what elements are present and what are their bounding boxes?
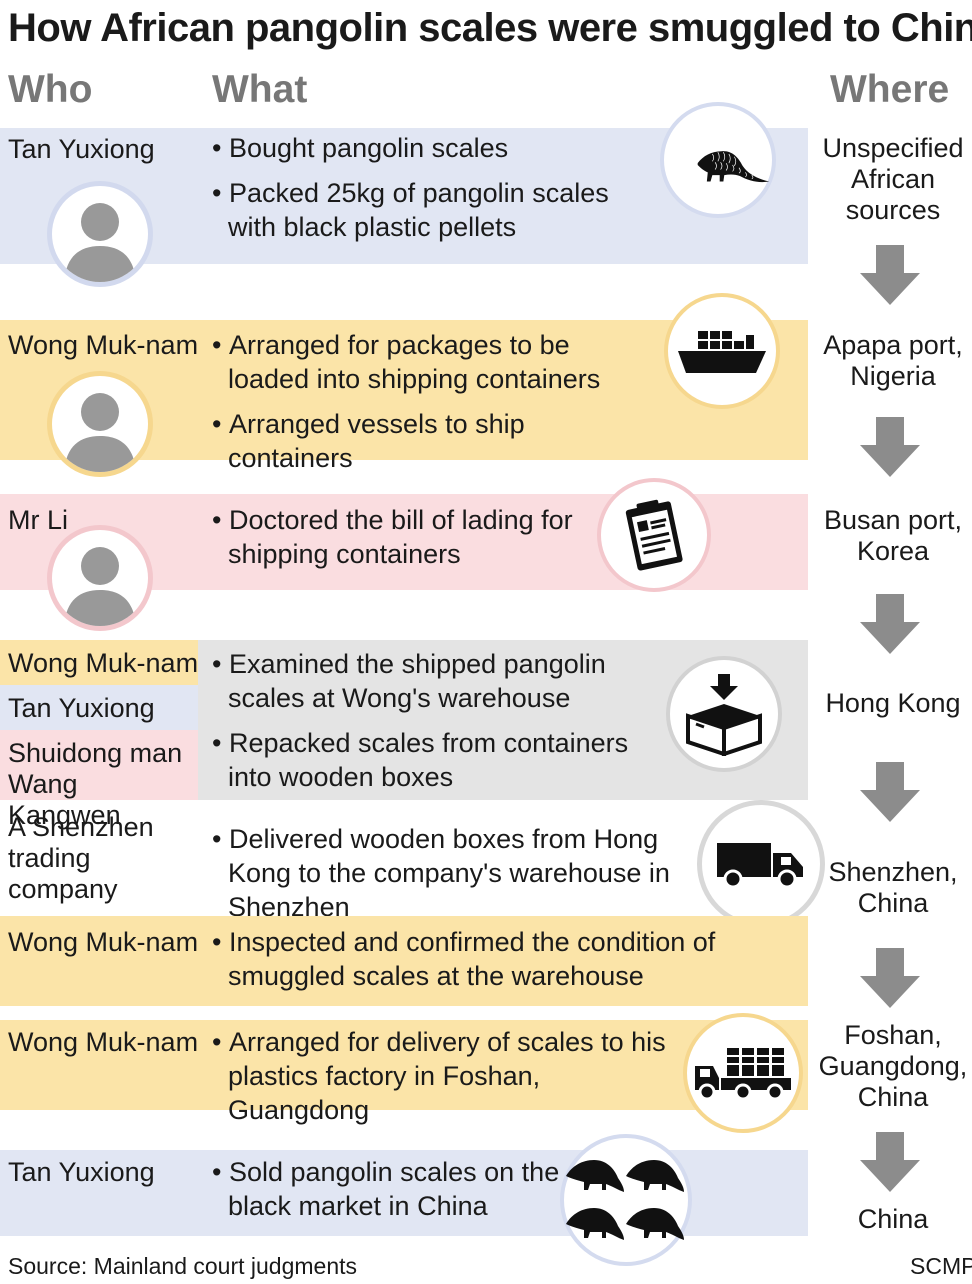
down-arrow-icon xyxy=(860,948,920,1008)
step-1-who: Tan Yuxiong xyxy=(8,134,155,164)
cargo-ship-icon xyxy=(664,293,780,409)
clipboard-icon xyxy=(597,478,711,592)
step-4-who-3: Shuidong man Wang Kangwen xyxy=(8,738,183,830)
step-1-action-1: Bought pangolin scales xyxy=(212,131,652,165)
step-2-action-2: Arranged vessels to ship containers xyxy=(212,407,652,475)
step-4-who-1: Wong Muk-nam xyxy=(8,648,199,678)
step-8-action-1: Sold pangolin scales on the black market… xyxy=(212,1155,572,1223)
step-4-where: Hong Kong xyxy=(825,688,961,718)
pangolins-icon xyxy=(560,1134,692,1266)
step-1-what: Bought pangolin scales Packed 25kg of pa… xyxy=(212,131,652,255)
down-arrow-icon xyxy=(860,762,920,822)
step-2-what: Arranged for packages to be loaded into … xyxy=(212,328,652,486)
step-5-action-1: Delivered wooden boxes from Hong Kong to… xyxy=(212,822,712,924)
step-7-action-1: Arranged for delivery of scales to his p… xyxy=(212,1025,672,1127)
step-4-action-1: Examined the shipped pangolin scales at … xyxy=(212,647,632,715)
down-arrow-icon xyxy=(860,1132,920,1192)
step-5-who: A Shenzhen trading company xyxy=(8,812,154,904)
person-avatar-icon xyxy=(52,530,148,626)
step-1-where: Unspecified African sources xyxy=(822,133,964,225)
step-8-what: Sold pangolin scales on the black market… xyxy=(212,1155,572,1234)
source-note: Source: Mainland court judgments xyxy=(8,1253,358,1279)
down-arrow-icon xyxy=(860,245,920,305)
step-6-who: Wong Muk-nam xyxy=(8,927,199,957)
step-6-action-1: Inspected and confirmed the condition of… xyxy=(212,925,732,993)
step-4-who-2: Tan Yuxiong xyxy=(8,693,155,723)
step-3-action-1: Doctored the bill of lading for shipping… xyxy=(212,503,602,571)
step-4-action-2: Repacked scales from containers into woo… xyxy=(212,726,632,794)
step-2-where: Apapa port, Nigeria xyxy=(823,330,963,391)
infographic-title: How African pangolin scales were smuggle… xyxy=(8,6,972,50)
publisher-credit: SCMP xyxy=(910,1253,972,1279)
step-4-who-cell-3 xyxy=(0,730,198,800)
cargo-truck-icon xyxy=(683,1013,803,1133)
truck-icon xyxy=(697,800,825,928)
step-3-what: Doctored the bill of lading for shipping… xyxy=(212,503,602,582)
step-7-where: Foshan, Guangdong, China xyxy=(818,1020,968,1112)
step-2-who: Wong Muk-nam xyxy=(8,330,199,360)
who-column-header: Who xyxy=(8,68,93,111)
step-4-who-cell-1 xyxy=(0,640,198,685)
step-7-what: Arranged for delivery of scales to his p… xyxy=(212,1025,672,1138)
step-1-action-2: Packed 25kg of pangolin scales with blac… xyxy=(212,176,652,244)
step-6-what: Inspected and confirmed the condition of… xyxy=(212,925,732,1004)
down-arrow-icon xyxy=(860,594,920,654)
step-3-who: Mr Li xyxy=(8,505,68,535)
step-2-action-1: Arranged for packages to be loaded into … xyxy=(212,328,652,396)
step-7-who: Wong Muk-nam xyxy=(8,1027,199,1057)
step-4-who-cell-2 xyxy=(0,685,198,730)
step-8-where: China xyxy=(857,1204,929,1234)
box-icon xyxy=(666,656,782,772)
step-8-who: Tan Yuxiong xyxy=(8,1157,155,1187)
person-avatar-icon xyxy=(52,376,148,472)
step-3-where: Busan port, Korea xyxy=(823,505,963,566)
person-avatar-icon xyxy=(52,186,148,282)
pangolin-icon xyxy=(660,102,776,218)
down-arrow-icon xyxy=(860,417,920,477)
what-column-header: What xyxy=(212,68,308,111)
step-4-what: Examined the shipped pangolin scales at … xyxy=(212,647,632,805)
where-column-header: Where xyxy=(830,68,950,111)
step-5-where: Shenzhen, China xyxy=(828,857,958,918)
